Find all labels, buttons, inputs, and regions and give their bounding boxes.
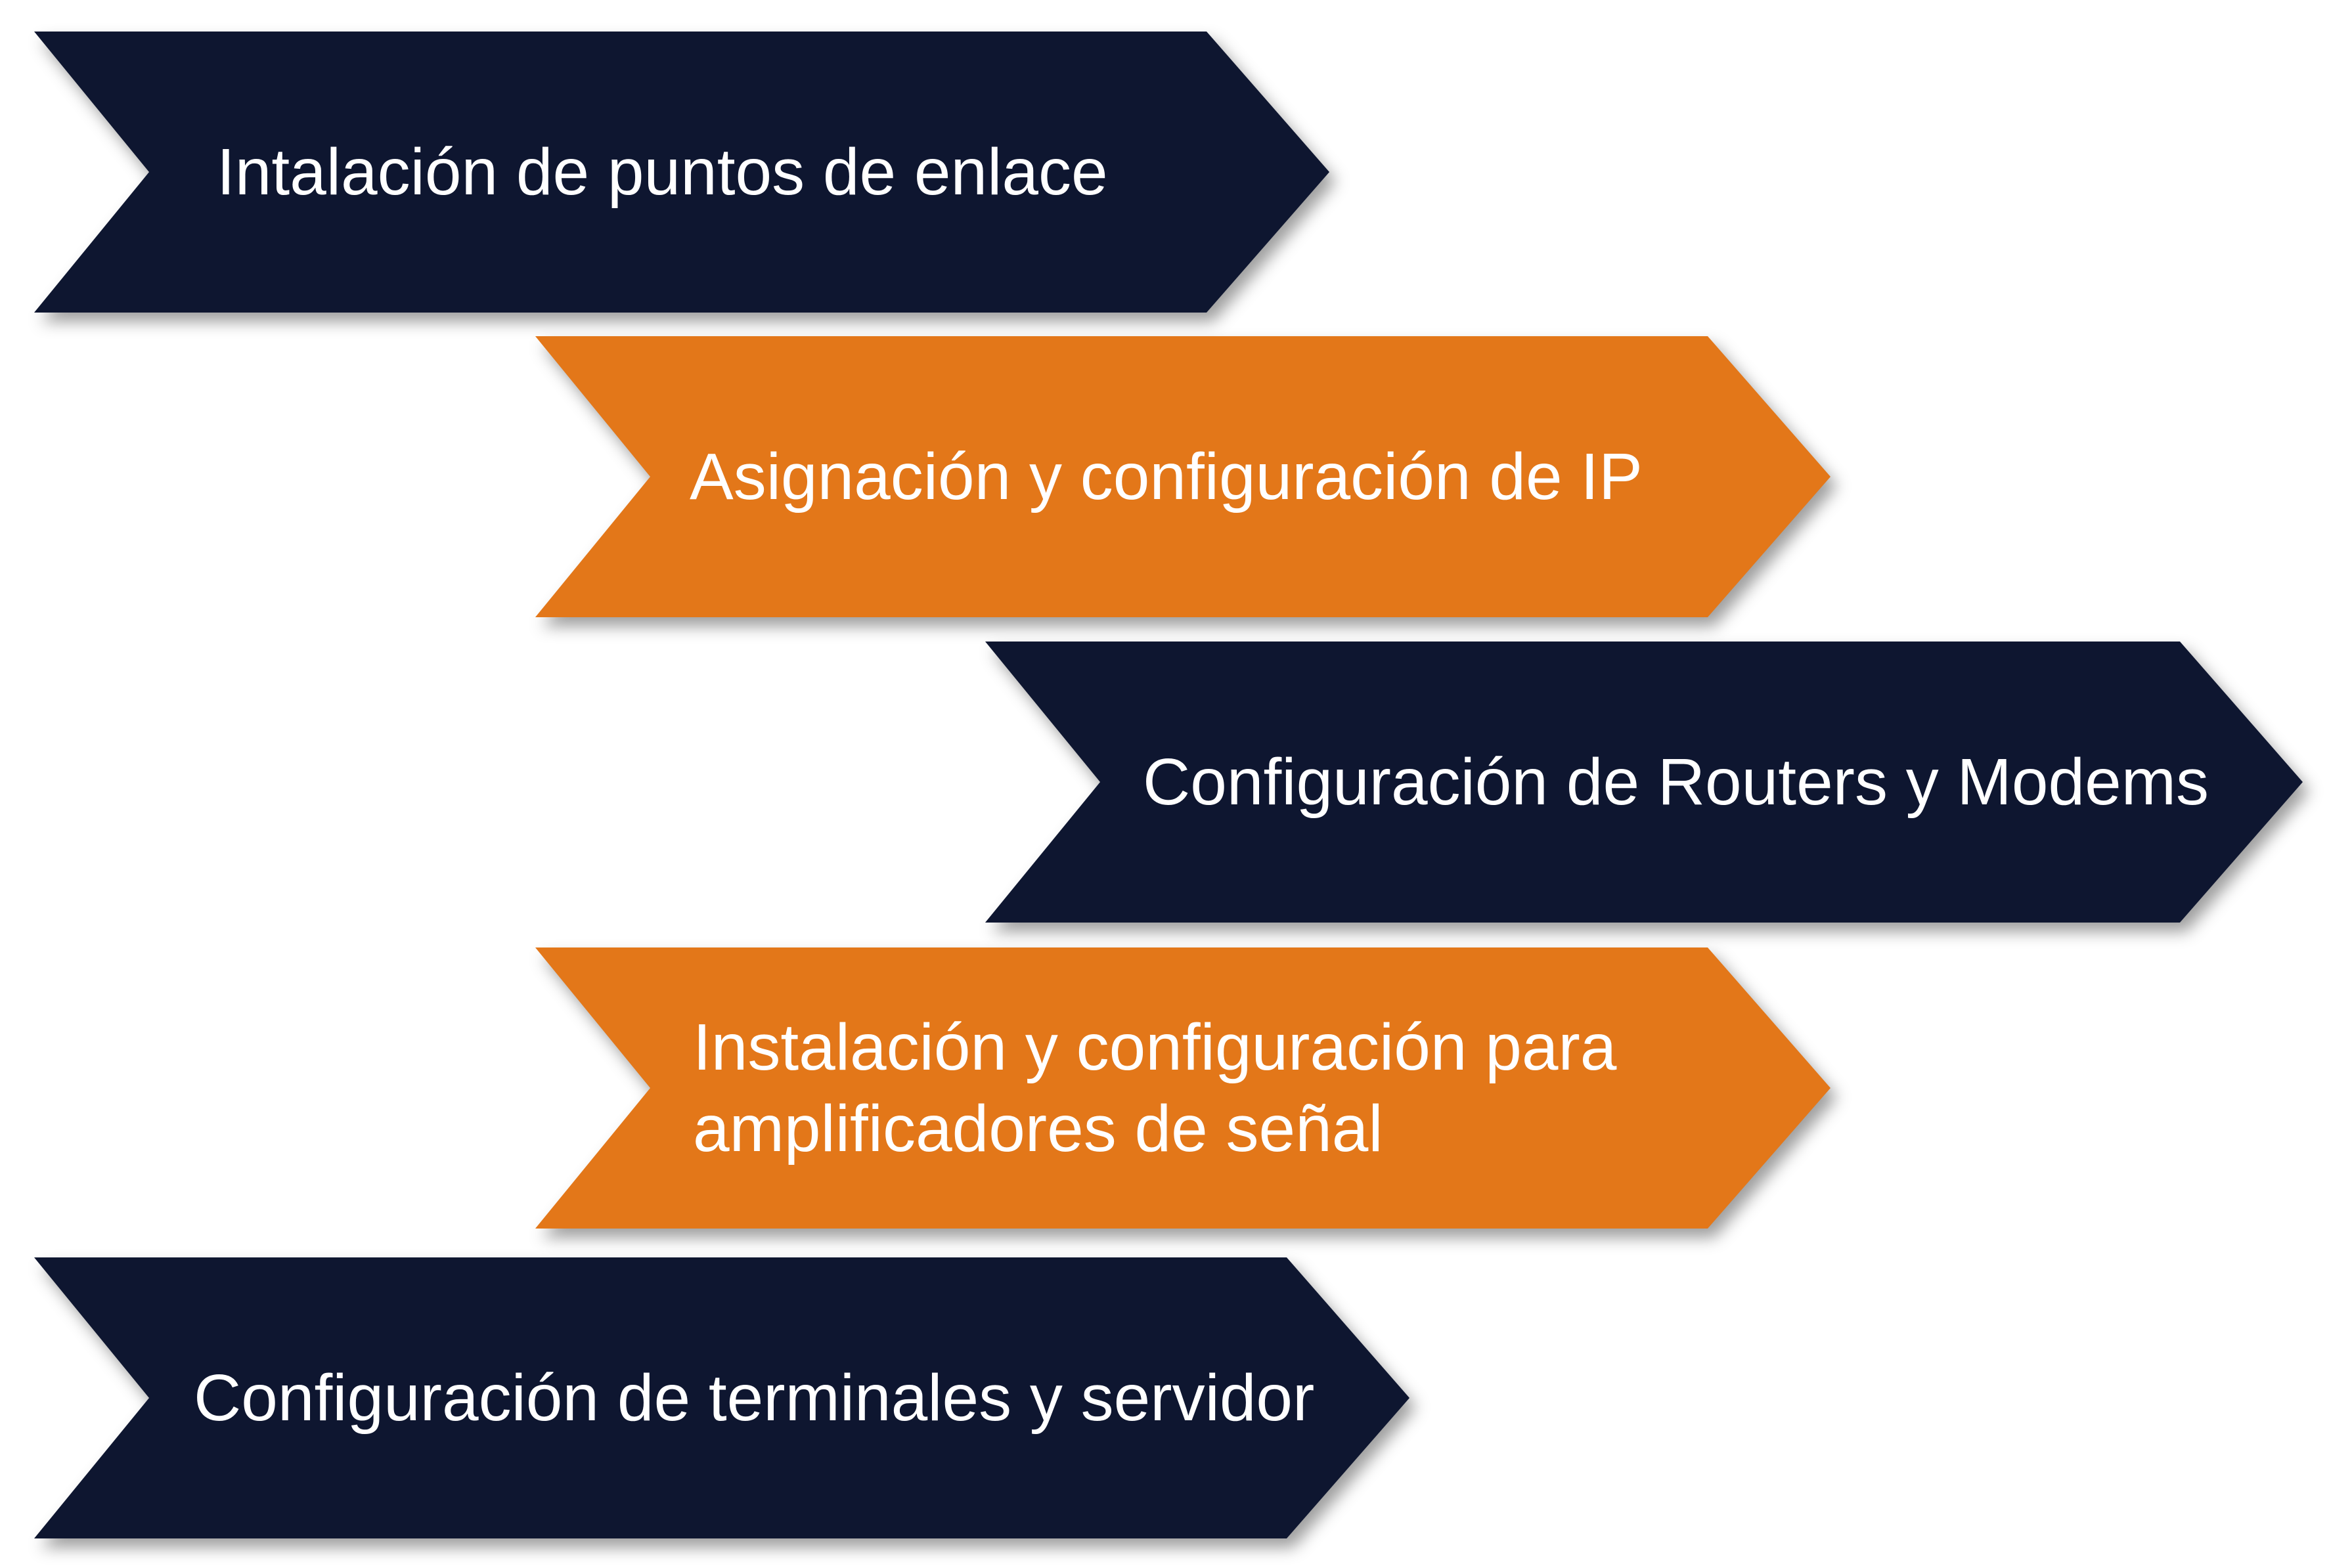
step-4-label: Instalación y configuración para amplifi… <box>693 947 1757 1229</box>
step-1-chevron: Intalación de puntos de enlace <box>34 32 1329 313</box>
step-2-shape <box>535 336 1830 617</box>
step-4-shape <box>535 947 1830 1229</box>
step-2-text: Asignación y configuración de IP <box>690 440 1643 513</box>
step-3-chevron: Configuración de Routers y Modems <box>985 642 2303 923</box>
step-5-label: Configuración de terminales y servidor <box>194 1257 1350 1538</box>
step-4-text: Instalación y configuración para amplifi… <box>693 1007 1616 1169</box>
step-2-label: Asignación y configuración de IP <box>690 336 1754 617</box>
step-3-label: Configuración de Routers y Modems <box>1143 642 2273 923</box>
step-4-text-line-2: amplificadores de señal <box>693 1092 1383 1165</box>
step-2-chevron: Asignación y configuración de IP <box>535 336 1830 617</box>
step-1-label: Intalación de puntos de enlace <box>217 32 1241 313</box>
step-5-text: Configuración de terminales y servidor <box>194 1361 1315 1435</box>
step-5-shape <box>34 1257 1409 1538</box>
step-1-text: Intalación de puntos de enlace <box>217 135 1108 209</box>
step-1-shape <box>34 32 1329 313</box>
step-3-shape <box>985 642 2303 923</box>
step-4-text-line-1: Instalación y configuración para <box>693 1011 1617 1084</box>
step-4-chevron: Instalación y configuración para amplifi… <box>535 947 1830 1229</box>
step-5-chevron: Configuración de terminales y servidor <box>34 1257 1409 1538</box>
step-3-text: Configuración de Routers y Modems <box>1143 745 2209 819</box>
